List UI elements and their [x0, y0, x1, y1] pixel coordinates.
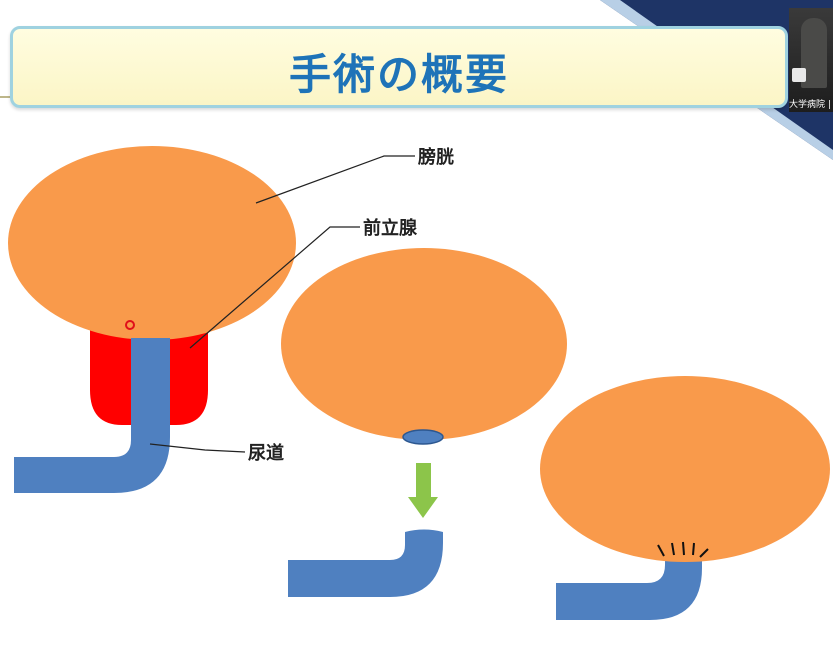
stage-2 — [281, 248, 567, 597]
camera-label: 大学病院 | — [789, 100, 831, 110]
suture-mark — [682, 541, 685, 556]
stage-3 — [540, 376, 830, 620]
suture-mark — [671, 542, 675, 556]
left-rule — [0, 96, 12, 98]
bladder-ellipse-1 — [8, 146, 296, 340]
label-bladder: 膀胱 — [417, 146, 454, 168]
bladder-leader-line — [255, 155, 415, 204]
urethra-leader-line — [149, 443, 246, 453]
pointer-dot — [125, 320, 135, 330]
title-banner: 手術の概要 — [10, 26, 788, 108]
suture-mark — [699, 548, 709, 558]
sutures — [657, 541, 709, 558]
suture-mark — [692, 542, 695, 556]
urethra-shape-1 — [14, 338, 170, 493]
urethra-shape-3 — [556, 548, 702, 620]
green-down-arrow — [408, 463, 438, 518]
label-prostate: 前立腺 — [363, 217, 418, 239]
slide-title: 手術の概要 — [288, 50, 509, 99]
urethra-shape-2 — [288, 529, 443, 597]
bladder-opening — [402, 429, 444, 445]
bladder-ellipse-3 — [540, 376, 830, 562]
camera-device — [792, 68, 806, 82]
label-urethra: 尿道 — [248, 442, 284, 464]
prostate-leader-line — [189, 226, 360, 349]
bladder-ellipse-2 — [281, 248, 567, 440]
stage-1: 膀胱 前立腺 尿道 — [8, 146, 454, 493]
camera-thumbnail: 大学病院 | — [789, 8, 833, 112]
suture-mark — [657, 544, 665, 557]
